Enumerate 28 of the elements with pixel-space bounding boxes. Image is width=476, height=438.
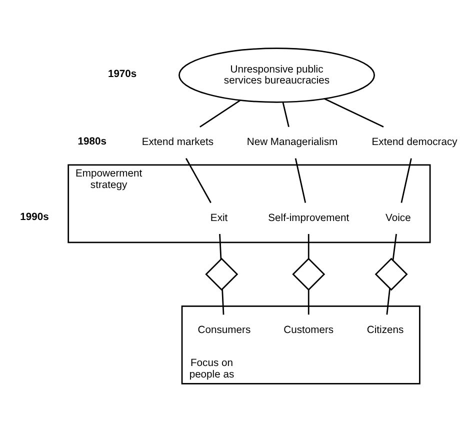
connector xyxy=(392,233,397,260)
node-text: Citizens xyxy=(366,324,404,336)
label: 1980s xyxy=(78,136,107,147)
node-text: Customers xyxy=(284,324,334,336)
node-diamond xyxy=(292,257,326,290)
connector xyxy=(324,98,384,127)
node-text: Extend markets xyxy=(142,136,214,148)
node-ellipse: Unresponsive public services bureaucracies xyxy=(178,47,375,102)
connector xyxy=(400,158,412,202)
node-text: Consumers xyxy=(198,324,251,336)
node-diamond xyxy=(205,257,238,290)
connector xyxy=(282,101,290,127)
node-text: Self-improvement xyxy=(268,212,350,224)
node-text: Extend democracy xyxy=(372,136,458,148)
node-diamond xyxy=(374,257,408,290)
label: 1970s xyxy=(108,68,137,80)
connector xyxy=(222,288,224,314)
label: 1990s xyxy=(20,212,49,223)
node-text: Exit xyxy=(210,212,228,224)
connector xyxy=(308,289,310,314)
node-text: Voice xyxy=(386,212,411,224)
connector xyxy=(200,99,241,128)
connector xyxy=(294,158,306,202)
connector xyxy=(185,158,212,203)
node-text: New Managerialism xyxy=(246,136,338,148)
connector xyxy=(219,233,222,259)
connector xyxy=(308,234,310,258)
connector xyxy=(386,288,390,314)
